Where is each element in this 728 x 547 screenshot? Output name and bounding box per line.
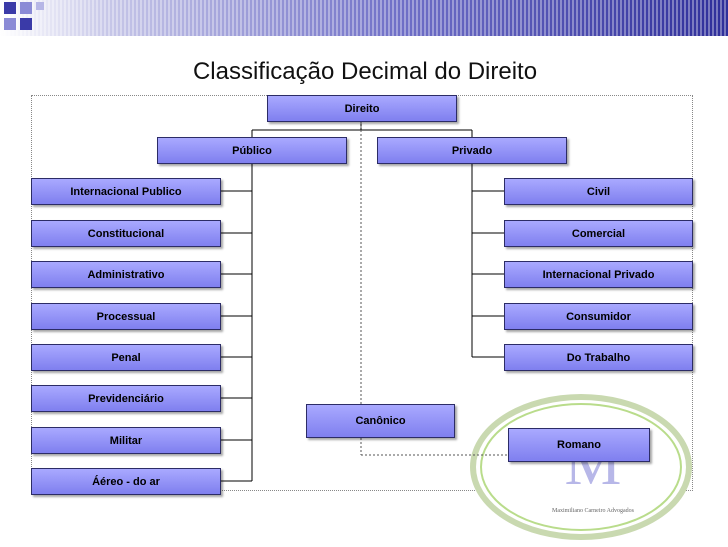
node-canonico: Canônico: [306, 404, 455, 438]
logo-caption: Maximiliano Carneiro Advogados: [552, 508, 635, 514]
node-privado: Privado: [377, 137, 567, 164]
node-publico-item: Previdenciário: [31, 385, 221, 412]
node-privado-item: Do Trabalho: [504, 344, 693, 371]
node-direito: Direito: [267, 95, 457, 122]
node-publico-item: Penal: [31, 344, 221, 371]
node-privado-item: Consumidor: [504, 303, 693, 330]
node-privado-item: Civil: [504, 178, 693, 205]
node-publico-item: Áéreo - do ar: [31, 468, 221, 495]
node-publico-item: Militar: [31, 427, 221, 454]
slide-title: Classificação Decimal do Direito: [192, 58, 538, 85]
node-publico-item: Constitucional: [31, 220, 221, 247]
header-stripe: [0, 0, 728, 40]
node-romano: Romano: [508, 428, 650, 462]
node-publico-item: Processual: [31, 303, 221, 330]
node-publico-item: Internacional Publico: [31, 178, 221, 205]
node-publico-item: Administrativo: [31, 261, 221, 288]
node-privado-item: Internacional Privado: [504, 261, 693, 288]
node-privado-item: Comercial: [504, 220, 693, 247]
node-publico: Público: [157, 137, 347, 164]
header-stripe-graphic: [0, 0, 728, 40]
